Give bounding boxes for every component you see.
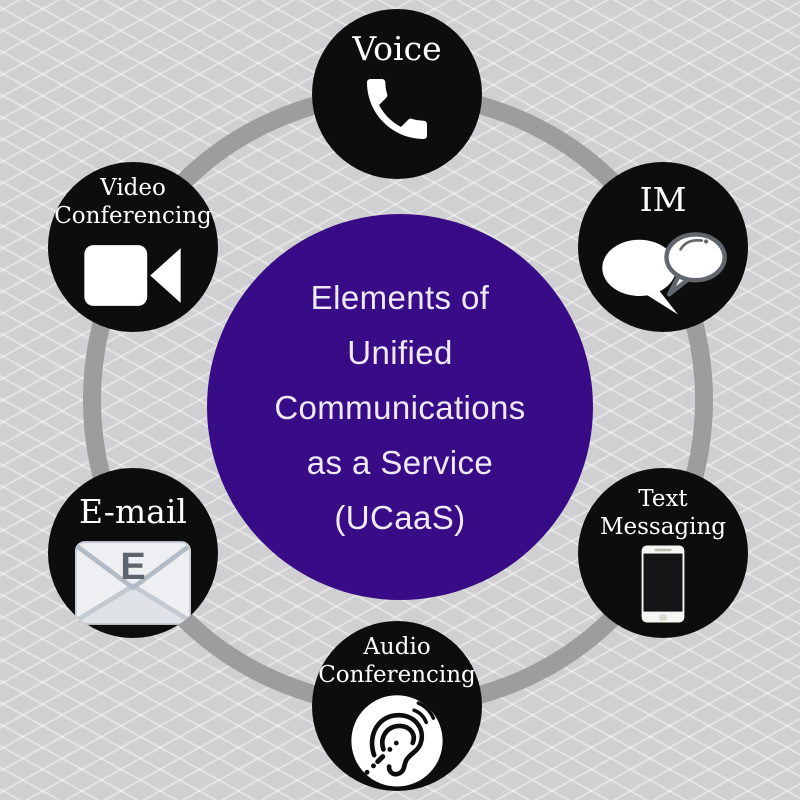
center-title-line: Unified [347,333,453,371]
node-text-messaging: Text Messaging [578,468,748,638]
node-voice: Voice [312,9,482,179]
node-text-messaging-label: Text Messaging [599,486,727,540]
node-im-label: IM [639,180,687,219]
smartphone-icon [641,545,685,623]
node-audio-conferencing: Audio Conferencing [312,621,482,791]
center-title-line: as a Service [306,443,494,481]
node-audio-conferencing-label: Audio Conferencing [318,634,476,688]
phone-handset-icon [367,78,427,139]
center-title-circle: Elements of Unified Communications as a … [207,214,593,600]
node-video-conferencing: Video Conferencing [48,162,218,332]
node-email-label: E-mail [79,492,187,531]
center-title-line: Elements of [310,278,490,316]
node-im: IM [578,162,748,332]
video-camera-icon [84,245,181,307]
envelope-letter: E [120,546,145,588]
node-email: E-mail E [48,468,218,638]
envelope-icon: E [75,540,191,625]
node-video-conferencing-label: Video Conferencing [54,175,212,229]
hearing-ear-icon [351,695,443,787]
chat-bubbles-icon [602,231,727,315]
center-title-line: (UCaaS) [334,498,466,536]
node-voice-label: Voice [352,29,442,68]
center-title-line: Communications [274,388,526,426]
